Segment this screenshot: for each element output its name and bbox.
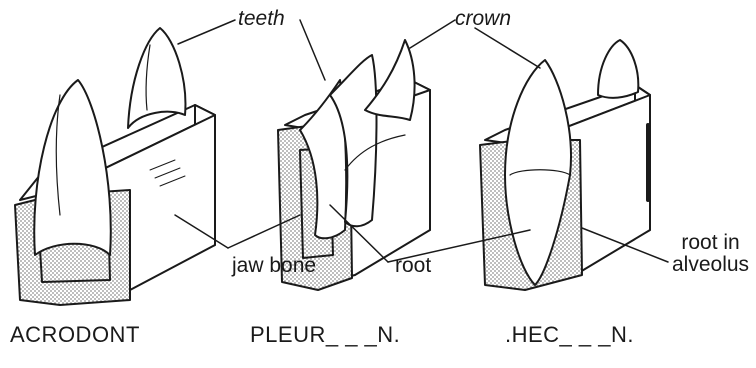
jaw-bone-label: jaw bone (232, 255, 316, 277)
teeth-label: teeth (238, 8, 285, 30)
root-label: root (395, 255, 431, 277)
thecodont-back-tooth (598, 40, 638, 98)
acrodont-caption: ACRODONT (10, 322, 140, 348)
acrodont-front-tooth (34, 80, 111, 255)
root-in-alveolus-line1: root in (672, 232, 749, 254)
acrodont-back-tooth (128, 28, 185, 128)
pleurodont-caption: PLEUR_ _ _N. (250, 322, 400, 348)
crown-label: crown (455, 8, 511, 30)
root-in-alveolus-line2: alveolus (672, 254, 749, 276)
thecodont-caption: .HEC_ _ _N. (505, 322, 634, 348)
root-in-alveolus-label: root in alveolus (672, 232, 749, 276)
